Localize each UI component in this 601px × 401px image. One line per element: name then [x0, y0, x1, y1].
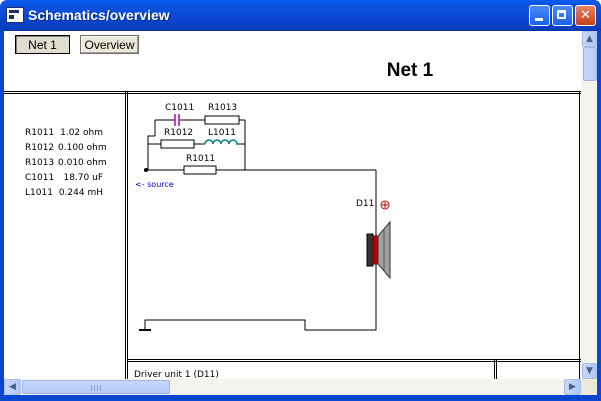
component-value: 1.02 ohm — [60, 128, 103, 138]
chevron-right-icon: ▶ — [569, 382, 576, 392]
source-terminal-dot — [144, 168, 148, 172]
inductor-l1011 — [204, 139, 239, 145]
component-name: R1011 — [25, 128, 55, 138]
component-name: L1011 — [25, 188, 53, 198]
component-value: 0.100 ohm — [58, 143, 107, 153]
driver-panel-top-2 — [127, 361, 581, 362]
left-panel-divider-2 — [127, 92, 128, 380]
component-name: R1012 — [25, 143, 55, 153]
label-r1013: R1013 — [208, 103, 237, 113]
label-d11: D11 — [356, 199, 374, 209]
driver-panel-label: Driver unit 1 (D11) — [134, 370, 219, 380]
scroll-right-button[interactable]: ▶ — [564, 379, 581, 395]
page-title: Net 1 — [386, 60, 434, 81]
component-name: C1011 — [25, 173, 55, 183]
resistor-r1012 — [160, 139, 195, 149]
component-value: 0.010 ohm — [58, 158, 107, 168]
polarity-plus-icon — [380, 200, 390, 210]
label-l1011: L1011 — [208, 128, 236, 138]
app-window-icon — [6, 7, 24, 23]
maximize-icon — [557, 10, 566, 19]
label-r1012: R1012 — [164, 128, 193, 138]
scroll-up-button[interactable]: ▲ — [582, 31, 597, 47]
overview-button[interactable]: Overview — [80, 35, 139, 54]
component-name: R1013 — [25, 158, 55, 168]
scrollbar-corner — [581, 379, 597, 395]
top-divider-2 — [4, 93, 581, 94]
driver-panel-divider-1 — [494, 360, 495, 380]
maximize-button[interactable] — [552, 5, 573, 26]
label-r1011: R1011 — [186, 154, 215, 164]
top-divider-1 — [4, 91, 581, 92]
net1-button[interactable]: Net 1 — [15, 35, 70, 54]
component-value: 18.70 uF — [63, 173, 103, 183]
window-title: Schematics/overview — [28, 7, 170, 23]
vertical-scrollbar[interactable] — [581, 31, 597, 380]
window-frame-right — [597, 31, 601, 401]
horizontal-scroll-thumb[interactable] — [22, 380, 170, 394]
right-panel-edge — [579, 92, 580, 380]
resistor-r1011 — [183, 165, 217, 175]
driver-panel-divider-2 — [496, 360, 497, 380]
wire — [144, 262, 377, 331]
component-value: 0.244 mH — [58, 188, 103, 198]
chevron-down-icon: ▼ — [586, 366, 593, 376]
close-icon: ✕ — [580, 8, 591, 23]
scroll-down-button[interactable]: ▼ — [582, 363, 597, 379]
driver-panel-top-1 — [127, 359, 581, 360]
wire — [147, 135, 155, 170]
speaker-icon[interactable] — [366, 220, 391, 280]
chevron-left-icon: ◀ — [9, 382, 16, 392]
resistor-r1013 — [204, 115, 240, 125]
window-frame-left — [0, 31, 4, 401]
wires — [144, 119, 377, 331]
scroll-left-button[interactable]: ◀ — [4, 379, 21, 395]
minimize-button[interactable] — [529, 5, 550, 26]
chevron-up-icon: ▲ — [586, 34, 593, 44]
close-button[interactable]: ✕ — [575, 5, 596, 26]
vertical-scroll-thumb[interactable] — [583, 47, 597, 81]
title-bar[interactable] — [0, 0, 601, 31]
left-panel-divider-1 — [125, 92, 126, 380]
label-c1011: C1011 — [165, 103, 194, 113]
window-frame-bottom — [0, 395, 601, 401]
minimize-icon — [535, 18, 543, 21]
source-label[interactable]: <- source — [135, 180, 174, 189]
